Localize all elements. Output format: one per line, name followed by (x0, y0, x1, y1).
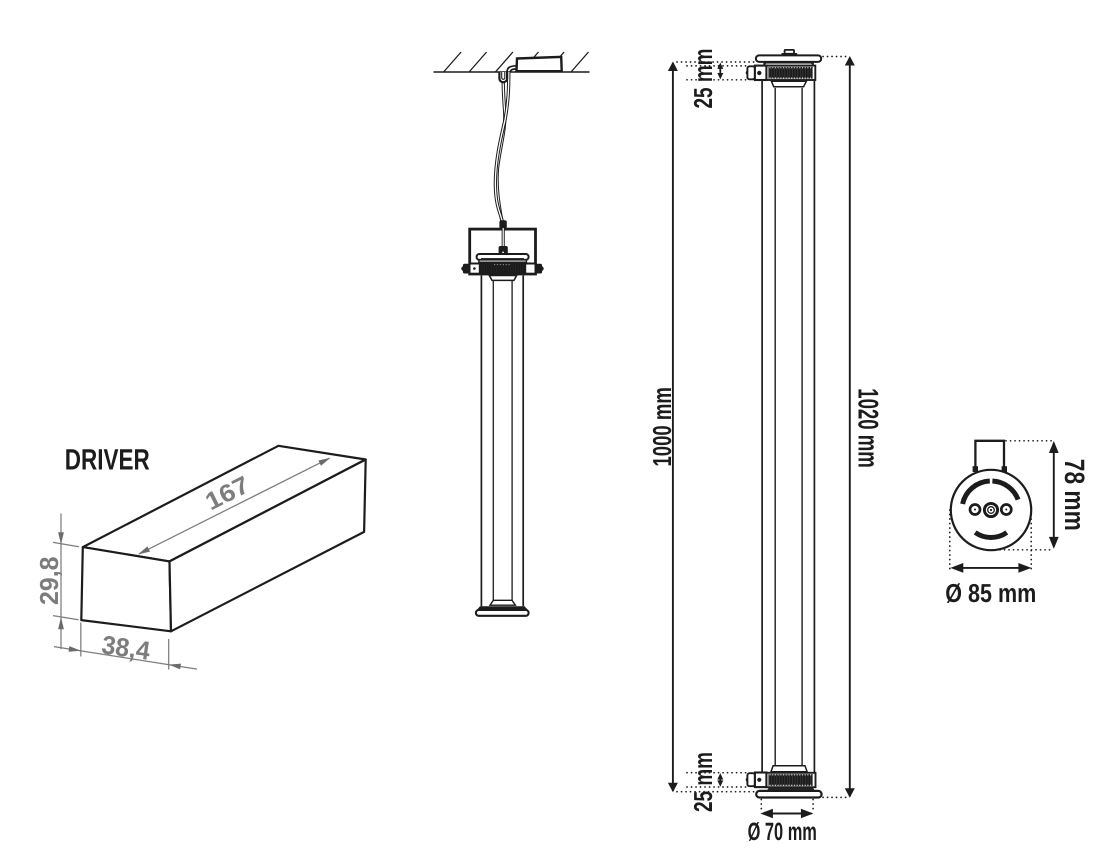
svg-text:1020 mm: 1020 mm (852, 388, 884, 467)
svg-text:38,4: 38,4 (100, 629, 153, 666)
svg-text:Ø 85 mm: Ø 85 mm (945, 578, 1036, 608)
svg-text:78 mm: 78 mm (1059, 459, 1090, 531)
svg-text:25 mm: 25 mm (688, 752, 718, 812)
svg-text:DRIVER: DRIVER (65, 444, 150, 477)
svg-text:25 mm: 25 mm (688, 49, 718, 109)
svg-text:1000 mm: 1000 mm (647, 387, 677, 466)
svg-text:29,8: 29,8 (34, 557, 64, 606)
svg-text:Ø 70 mm: Ø 70 mm (748, 818, 817, 846)
